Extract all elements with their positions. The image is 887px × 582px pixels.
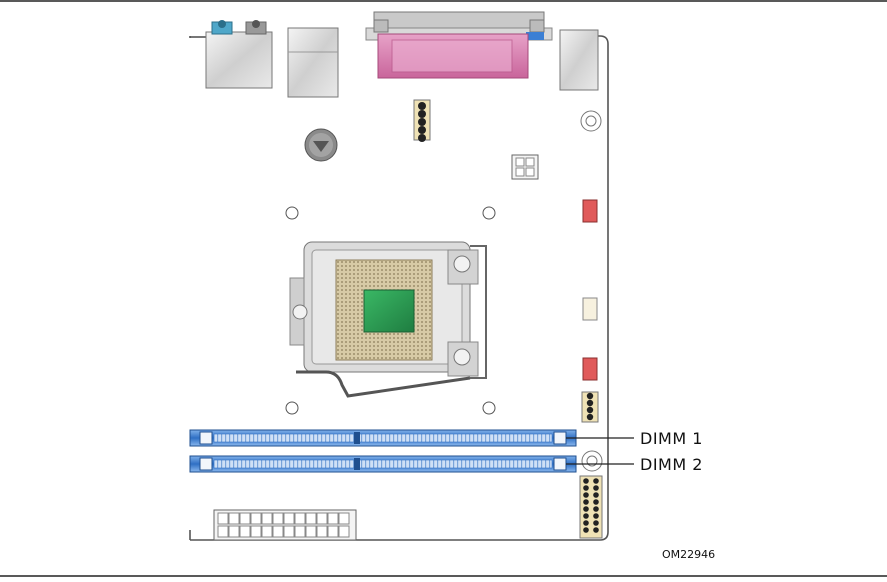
battery — [305, 129, 337, 161]
cpu-socket — [290, 242, 486, 396]
header-pins-right-lower — [580, 476, 602, 538]
dimm1-label: DIMM 1 — [640, 429, 703, 448]
atx-main-power-connector — [214, 510, 356, 540]
atx12v-power-connector — [512, 155, 538, 179]
dimm2-label: DIMM 2 — [640, 455, 703, 474]
figure-id: OM22946 — [662, 548, 715, 561]
header-pins-right-upper — [582, 392, 598, 422]
audio-jack-stack — [206, 20, 272, 88]
dimm-slot-2 — [190, 456, 576, 472]
fan-header-lower — [583, 358, 597, 380]
dimm-slot-1 — [190, 430, 576, 446]
parallel-port — [366, 12, 552, 78]
fan-header-upper — [583, 200, 597, 222]
fan-header-middle — [583, 298, 597, 320]
usb-lan-stack — [288, 28, 338, 97]
header-pins-top — [414, 100, 430, 142]
rear-connector-right — [560, 30, 598, 90]
